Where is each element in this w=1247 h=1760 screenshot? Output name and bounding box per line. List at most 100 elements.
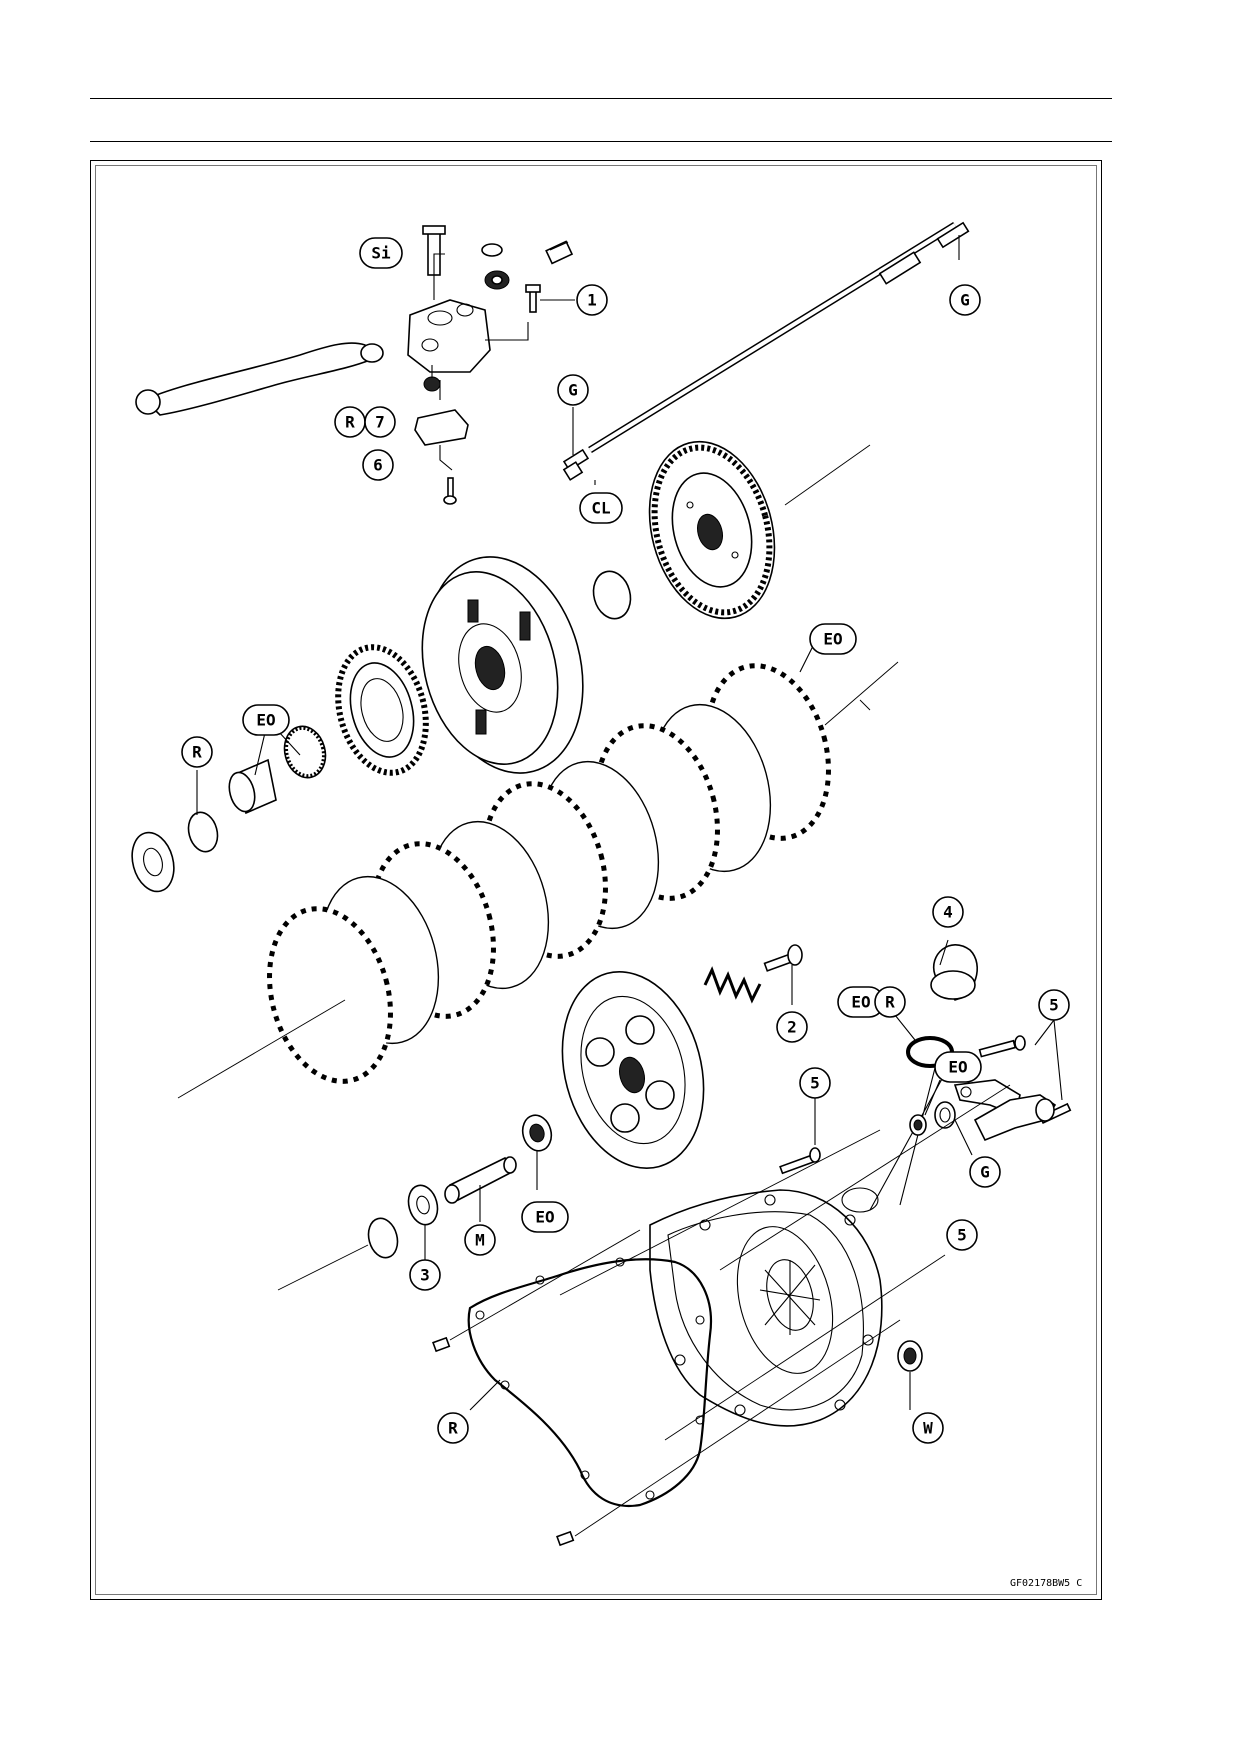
callout-1: 1	[576, 284, 608, 316]
oil-seal-eo	[909, 1114, 927, 1136]
small-screw-1	[525, 284, 541, 313]
si-leader	[433, 253, 445, 300]
callout-eo-oring: EO	[837, 986, 885, 1018]
svg-text:EO: EO	[851, 993, 870, 1012]
axis-cover-upper	[559, 1129, 881, 1296]
leader-g-seal	[954, 1119, 973, 1156]
clutch-spring	[703, 966, 762, 1004]
svg-text:1: 1	[587, 291, 597, 310]
svg-text:7: 7	[375, 413, 385, 432]
svg-text:3: 3	[420, 1266, 430, 1285]
callout-r-oring: R	[874, 986, 906, 1018]
svg-text:M: M	[475, 1231, 485, 1250]
svg-text:5: 5	[957, 1226, 967, 1245]
svg-text:EO: EO	[948, 1058, 967, 1077]
diagram-frame	[90, 160, 1102, 1600]
leader-eo-seal	[924, 1079, 941, 1116]
header-rule-top	[90, 98, 1112, 99]
svg-text:2: 2	[787, 1018, 797, 1037]
hub-nut-3	[407, 1184, 439, 1226]
svg-text:R: R	[345, 413, 355, 432]
clutch-cable	[562, 221, 970, 481]
release-shaft	[973, 1094, 1057, 1142]
header-rule-bottom	[90, 141, 1112, 142]
clutch-lever	[135, 342, 384, 416]
axis-dowel-upper	[449, 1229, 641, 1341]
callout-5-b: 5	[799, 1067, 831, 1099]
callout-g-top: G	[949, 284, 981, 316]
axis-cover-release	[719, 1084, 1011, 1271]
svg-text:W: W	[923, 1419, 933, 1438]
leader-r-gasket	[469, 1379, 501, 1411]
axis-nut	[277, 1244, 369, 1291]
svg-text:5: 5	[810, 1074, 820, 1093]
svg-text:4: 4	[943, 903, 953, 922]
clutch-housing	[421, 556, 584, 774]
washer-top	[484, 270, 510, 290]
adjuster	[545, 240, 574, 265]
seal-g	[934, 1101, 956, 1129]
clutch-hub	[648, 440, 776, 620]
callout-5-a: 5	[1038, 989, 1070, 1021]
switch-6	[414, 380, 469, 446]
clutch-plates	[267, 663, 831, 1084]
svg-text:EO: EO	[823, 630, 842, 649]
leader-1	[485, 299, 575, 341]
svg-text:EO: EO	[535, 1208, 554, 1227]
screw-5-mid	[779, 1147, 821, 1175]
seal-w	[897, 1340, 923, 1372]
cap	[481, 243, 503, 257]
lever-holder	[407, 299, 491, 373]
lock-washer	[367, 1217, 399, 1259]
callout-eo-bearing: EO	[521, 1201, 569, 1233]
svg-text:R: R	[885, 993, 895, 1012]
spring-bolt-2	[763, 944, 803, 1005]
callout-4: 4	[932, 896, 964, 928]
callout-3: 3	[409, 1259, 441, 1291]
svg-text:5: 5	[1049, 996, 1059, 1015]
sleeve	[228, 758, 277, 815]
needle-bearing	[283, 725, 327, 779]
bearing-eo	[521, 1114, 553, 1152]
callout-r-lever: R	[334, 406, 366, 438]
callout-eo-plates: EO	[809, 623, 857, 655]
leader-5a	[1034, 1019, 1063, 1101]
cover-gasket	[467, 1257, 713, 1508]
svg-text:G: G	[568, 381, 578, 400]
axis-plates-top	[824, 661, 899, 726]
svg-text:G: G	[960, 291, 970, 310]
thrust-washer	[592, 570, 632, 620]
axis-cover-lower	[664, 1254, 946, 1441]
figure-code: GF02178BW5 C	[1010, 1578, 1082, 1589]
spacer-washer	[131, 831, 175, 893]
svg-text:R: R	[192, 743, 202, 762]
callout-si: Si	[359, 237, 403, 269]
axis-dowel-lower	[574, 1319, 901, 1537]
callout-w: W	[912, 1412, 944, 1444]
callout-g-seal: G	[969, 1156, 1001, 1188]
dowel-upper	[432, 1336, 451, 1353]
callout-g-cable: G	[557, 374, 589, 406]
snap-ring	[187, 811, 219, 853]
callout-r-gasket: R	[437, 1412, 469, 1444]
svg-text:Si: Si	[371, 244, 391, 263]
svg-text:R: R	[448, 1419, 458, 1438]
clutch-cover	[649, 1187, 883, 1427]
callout-5-c: 5	[946, 1219, 978, 1251]
callout-eo-sleeve: EO	[242, 704, 290, 736]
svg-text:G: G	[980, 1163, 990, 1182]
screw-5-upper	[978, 1035, 1026, 1058]
callout-7: 7	[364, 406, 396, 438]
primary-gear	[335, 644, 429, 776]
axis-plates-bottom	[177, 999, 346, 1099]
pressure-plate	[561, 971, 705, 1169]
svg-text:EO: EO	[256, 711, 275, 730]
callout-6: 6	[362, 449, 394, 481]
callout-m: M	[464, 1224, 496, 1256]
oil-filler-cap-4	[930, 939, 979, 1001]
nut-7	[423, 376, 441, 392]
callout-eo-seal: EO	[934, 1051, 982, 1083]
svg-text:CL: CL	[591, 499, 610, 518]
callout-cl: CL	[579, 492, 623, 524]
